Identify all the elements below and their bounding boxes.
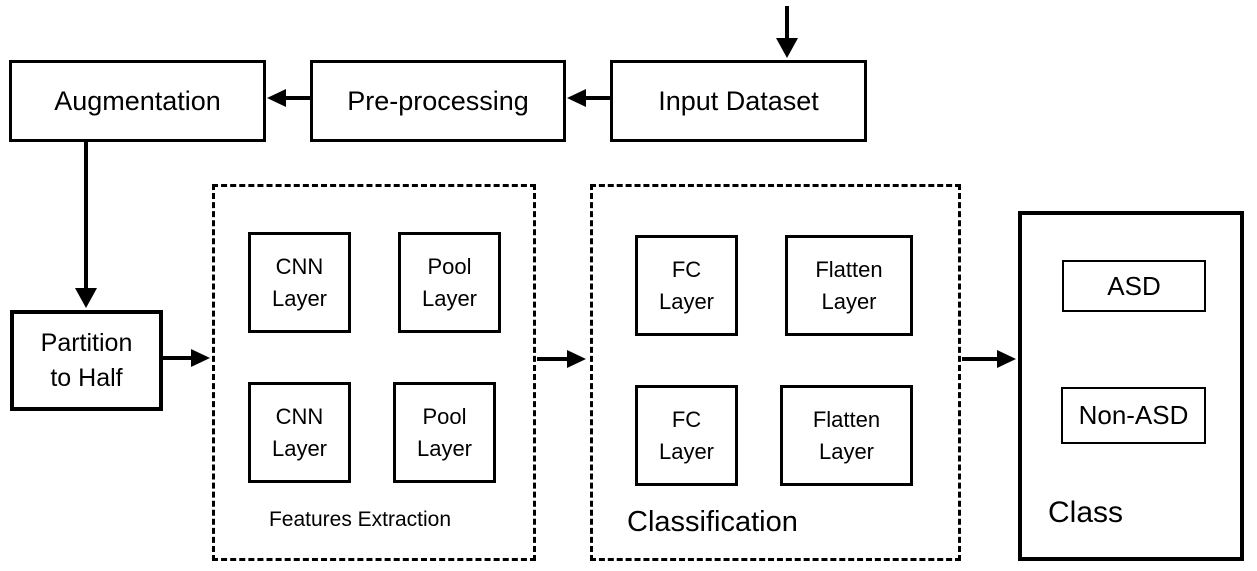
asd-label: ASD	[1107, 270, 1161, 301]
partition-label: Partition to Half	[41, 326, 133, 396]
pool-layer-1-label: Pool Layer	[422, 251, 477, 315]
input-dataset-label: Input Dataset	[658, 85, 819, 116]
pool-layer-2-line2: Layer	[416, 435, 473, 461]
arrow-augmentation-to-partition-line	[84, 142, 88, 290]
box-partition-to-half: Partition to Half	[10, 310, 163, 411]
cnn-layer-1-line2: Layer	[271, 285, 328, 311]
cnn-layer-2-label: CNN Layer	[272, 401, 327, 465]
box-cnn-layer-1: CNN Layer	[248, 232, 351, 333]
preprocessing-label: Pre-processing	[347, 85, 529, 116]
partition-label-line1: Partition	[40, 328, 133, 357]
arrow-input-to-preprocessing-head	[567, 89, 586, 107]
flatten-layer-2-label: Flatten Layer	[813, 404, 880, 468]
fc-layer-2-line2: Layer	[658, 438, 715, 464]
flatten-layer-2-line2: Layer	[818, 438, 875, 464]
arrow-into-input-dataset-head	[776, 38, 798, 58]
pool-layer-1-line1: Pool	[427, 253, 472, 279]
box-fc-layer-2: FC Layer	[635, 385, 738, 486]
cnn-layer-1-line1: CNN	[275, 253, 324, 279]
box-flatten-layer-1: Flatten Layer	[785, 235, 913, 336]
arrow-input-to-preprocessing-line	[584, 96, 612, 100]
arrow-preprocessing-to-augmentation-line	[285, 96, 313, 100]
pool-layer-2-line1: Pool	[422, 403, 467, 429]
pool-layer-1-line2: Layer	[421, 285, 478, 311]
box-fc-layer-1: FC Layer	[635, 235, 738, 336]
non-asd-label: Non-ASD	[1078, 400, 1189, 430]
arrow-classification-to-class-line	[962, 357, 999, 361]
box-pool-layer-2: Pool Layer	[393, 382, 496, 483]
box-non-asd: Non-ASD	[1061, 387, 1206, 444]
arrow-partition-to-features-line	[163, 356, 193, 360]
fc-layer-1-label: FC Layer	[659, 254, 714, 318]
fc-layer-2-label: FC Layer	[659, 404, 714, 468]
box-preprocessing: Pre-processing	[310, 60, 566, 142]
classification-label: Classification	[627, 506, 798, 538]
fc-layer-1-line1: FC	[671, 256, 702, 282]
arrow-features-to-classification-line	[537, 357, 568, 361]
partition-label-line2: to Half	[50, 363, 123, 392]
arrow-into-input-dataset-line	[785, 6, 789, 40]
box-cnn-layer-2: CNN Layer	[248, 382, 351, 483]
cnn-layer-2-line1: CNN	[275, 403, 324, 429]
box-pool-layer-1: Pool Layer	[398, 232, 501, 333]
pool-layer-2-label: Pool Layer	[417, 401, 472, 465]
flatten-layer-1-label: Flatten Layer	[815, 254, 882, 318]
flatten-layer-2-line1: Flatten	[812, 406, 881, 432]
flatten-layer-1-line2: Layer	[821, 288, 877, 314]
box-asd: ASD	[1062, 260, 1206, 312]
cnn-layer-1-label: CNN Layer	[272, 251, 327, 315]
arrow-preprocessing-to-augmentation-head	[267, 89, 286, 107]
cnn-layer-2-line2: Layer	[271, 435, 328, 461]
box-augmentation: Augmentation	[9, 60, 266, 142]
class-label: Class	[1048, 496, 1124, 529]
flatten-layer-1-line1: Flatten	[815, 256, 883, 282]
arrow-partition-to-features-head	[191, 349, 210, 367]
arrow-augmentation-to-partition-head	[75, 288, 97, 308]
box-flatten-layer-2: Flatten Layer	[780, 385, 913, 486]
fc-layer-2-line1: FC	[671, 406, 702, 432]
arrow-features-to-classification-head	[567, 350, 586, 368]
fc-layer-1-line2: Layer	[658, 288, 715, 314]
features-extraction-label: Features Extraction	[268, 508, 452, 531]
arrow-classification-to-class-head	[997, 350, 1016, 368]
box-input-dataset: Input Dataset	[610, 60, 867, 142]
augmentation-label: Augmentation	[54, 85, 221, 116]
